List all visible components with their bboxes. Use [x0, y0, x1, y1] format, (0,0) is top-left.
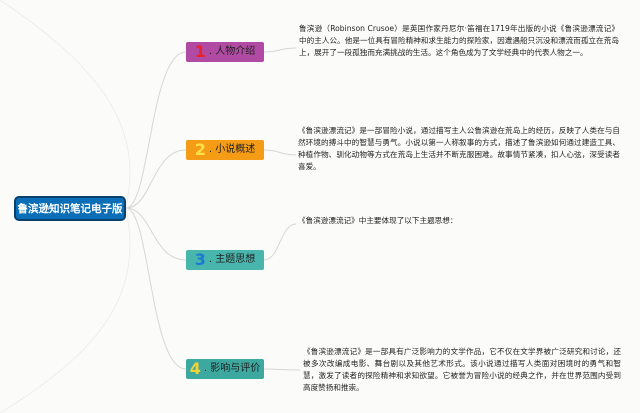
branch-text-themes: 《鲁滨逊漂流记》中主要体现了以下主题思想： — [298, 216, 458, 225]
branch-number: 1 — [194, 42, 206, 61]
branch-node-novel-overview[interactable]: 2 . 小说概述 — [186, 140, 264, 160]
connector-root-branch-4 — [125, 207, 187, 370]
branch-node-themes[interactable]: 3 . 主题思想 — [186, 250, 264, 270]
root-label: 鲁滨逊知识笔记电子版 — [17, 203, 123, 215]
connector-root-branch-2 — [125, 149, 187, 209]
branch-text-influence: 《鲁滨逊漂流记》是一部具有广泛影响力的文学作品，它不仅在文学界被广泛研究和讨论，… — [303, 347, 621, 392]
branch-label: . 小说概述 — [208, 144, 256, 155]
branch-text-novel-overview: 《鲁滨逊漂流记》是一部冒险小说，通过描写主人公鲁滨逊在荒岛上的经历，反映了人类在… — [298, 126, 620, 171]
connector-branch-2-text — [263, 149, 297, 156]
branch-number: 3 — [194, 250, 206, 269]
root-node[interactable]: 鲁滨逊知识笔记电子版 — [14, 196, 126, 221]
branch-label: . 主题思想 — [208, 254, 256, 265]
connector-branch-1-text — [263, 47, 297, 53]
branch-node-character-intro[interactable]: 1 . 人物介绍 — [186, 42, 264, 62]
branch-label: . 人物介绍 — [208, 46, 256, 57]
branch-number: 4 — [189, 359, 201, 378]
connector-branch-3-text — [263, 223, 297, 261]
decorative-sweep — [0, 0, 131, 209]
connector-root-branch-1 — [125, 51, 187, 209]
branch-text-character-intro: 鲁滨逊（Robinson Crusoe）是英国作家丹尼尔·笛福在1719年出版的… — [299, 24, 619, 57]
connector-root-branch-3 — [125, 207, 187, 261]
decorative-sweep — [0, 207, 131, 413]
connector-branch-4-text — [263, 368, 301, 371]
branch-label: . 影响与评价 — [203, 363, 261, 374]
branch-number: 2 — [194, 140, 206, 159]
branch-node-influence[interactable]: 4 . 影响与评价 — [186, 359, 264, 379]
